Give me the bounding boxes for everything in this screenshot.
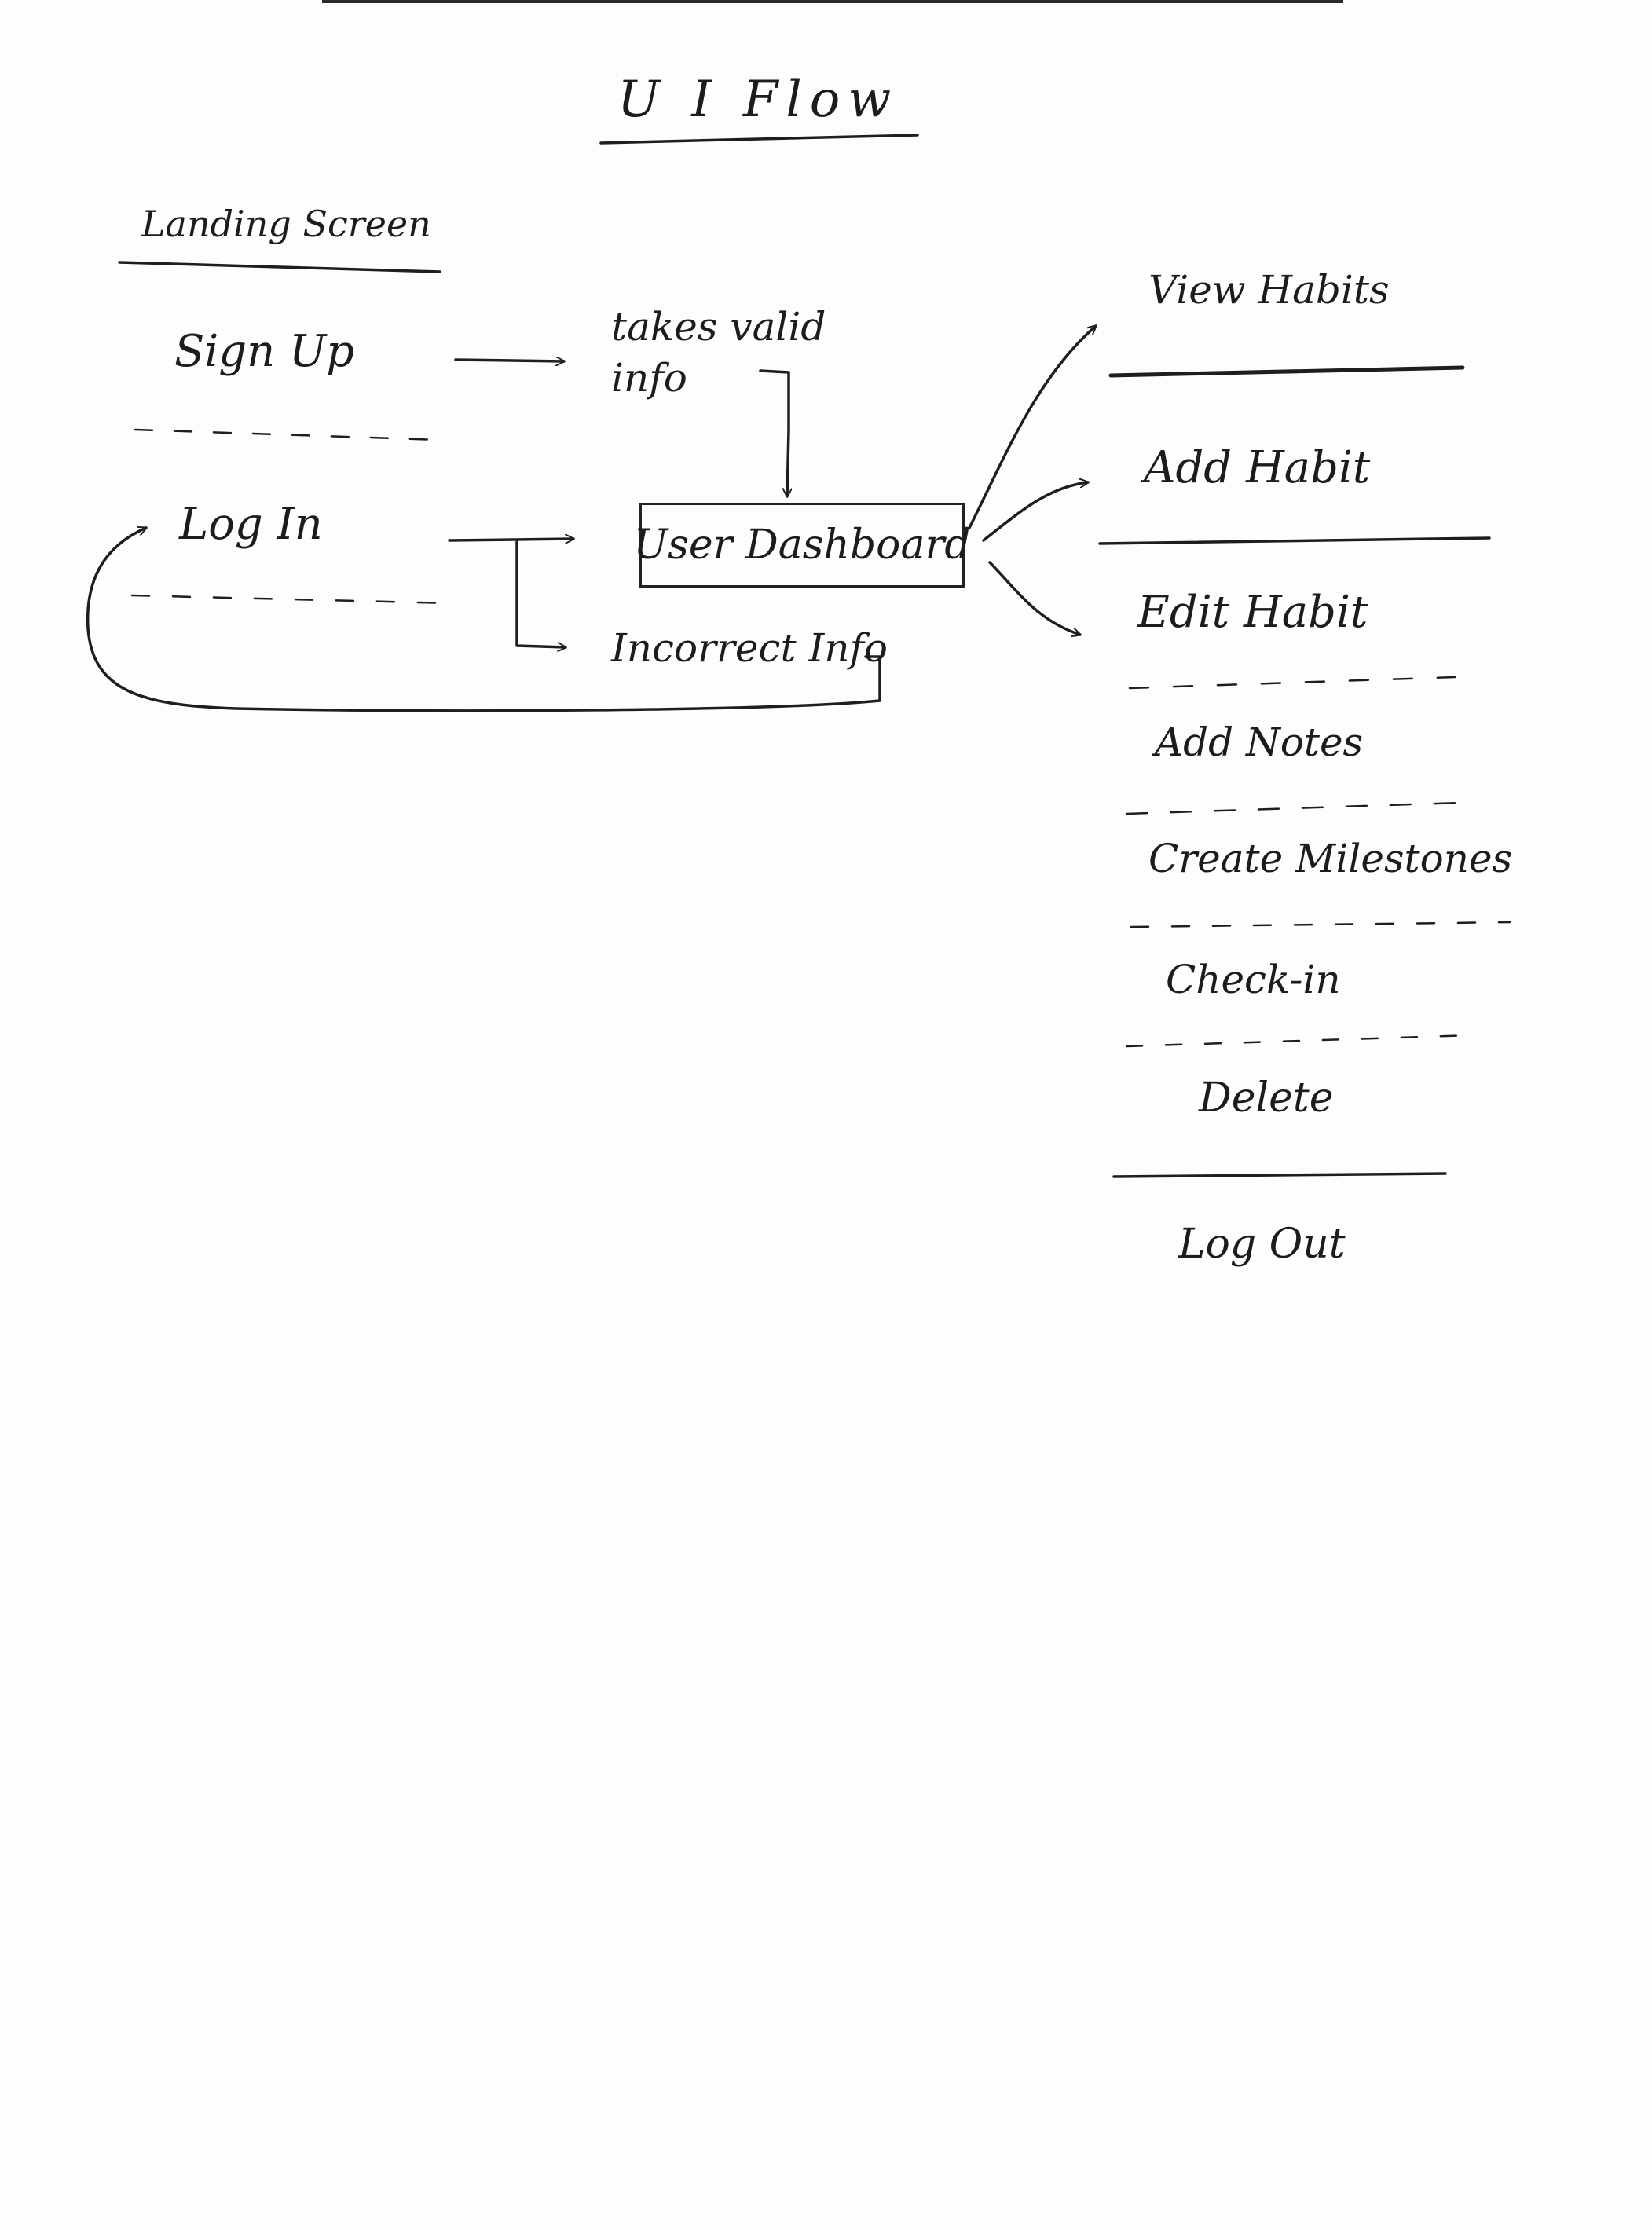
paper-top-edge [322,0,1343,3]
landing-heading-underline [118,261,441,273]
incorrect-info-note: Incorrect Info [611,625,888,671]
menu-item-view-habits: View Habits [1148,267,1390,313]
menu-item-log-out: Log Out [1178,1221,1346,1268]
landing-heading: Landing Screen [141,203,431,245]
menu-divider-7 [1112,1172,1447,1178]
signup-label: Sign Up [174,326,355,377]
valid-info-note: takes valid info [611,304,826,401]
menu-divider-6 [1125,1034,1474,1048]
menu-divider-5 [1130,921,1511,928]
menu-item-create-milestones: Create Milestones [1148,836,1513,881]
retry-loop-arrow [86,528,881,712]
login-label: Log In [179,499,323,550]
login-divider [130,594,453,605]
title-underline [599,134,919,145]
to-edit-habit-arrow [988,561,1080,635]
valid-info-arrow [759,369,789,498]
menu-divider-2 [1098,536,1491,545]
menu-item-add-habit: Add Habit [1144,442,1371,493]
to-add-habit-arrow [982,482,1088,542]
menu-divider-4 [1125,801,1461,815]
menu-item-delete: Delete [1199,1075,1334,1122]
menu-item-edit-habit: Edit Habit [1137,587,1368,638]
login-arrow [448,539,575,540]
incorrect-branch-arrow [515,540,567,647]
signup-arrow [454,360,566,361]
diagram-title: U I Flow [617,71,899,129]
user-dashboard-label: User Dashboard [633,522,971,569]
signup-divider [134,428,441,441]
menu-item-add-notes: Add Notes [1155,720,1364,765]
menu-divider-3 [1128,676,1456,690]
user-dashboard-box: User Dashboard [633,503,971,588]
to-view-habits-arrow [968,326,1096,529]
menu-divider-1 [1108,365,1465,378]
menu-item-check-in: Check-in [1166,957,1341,1002]
